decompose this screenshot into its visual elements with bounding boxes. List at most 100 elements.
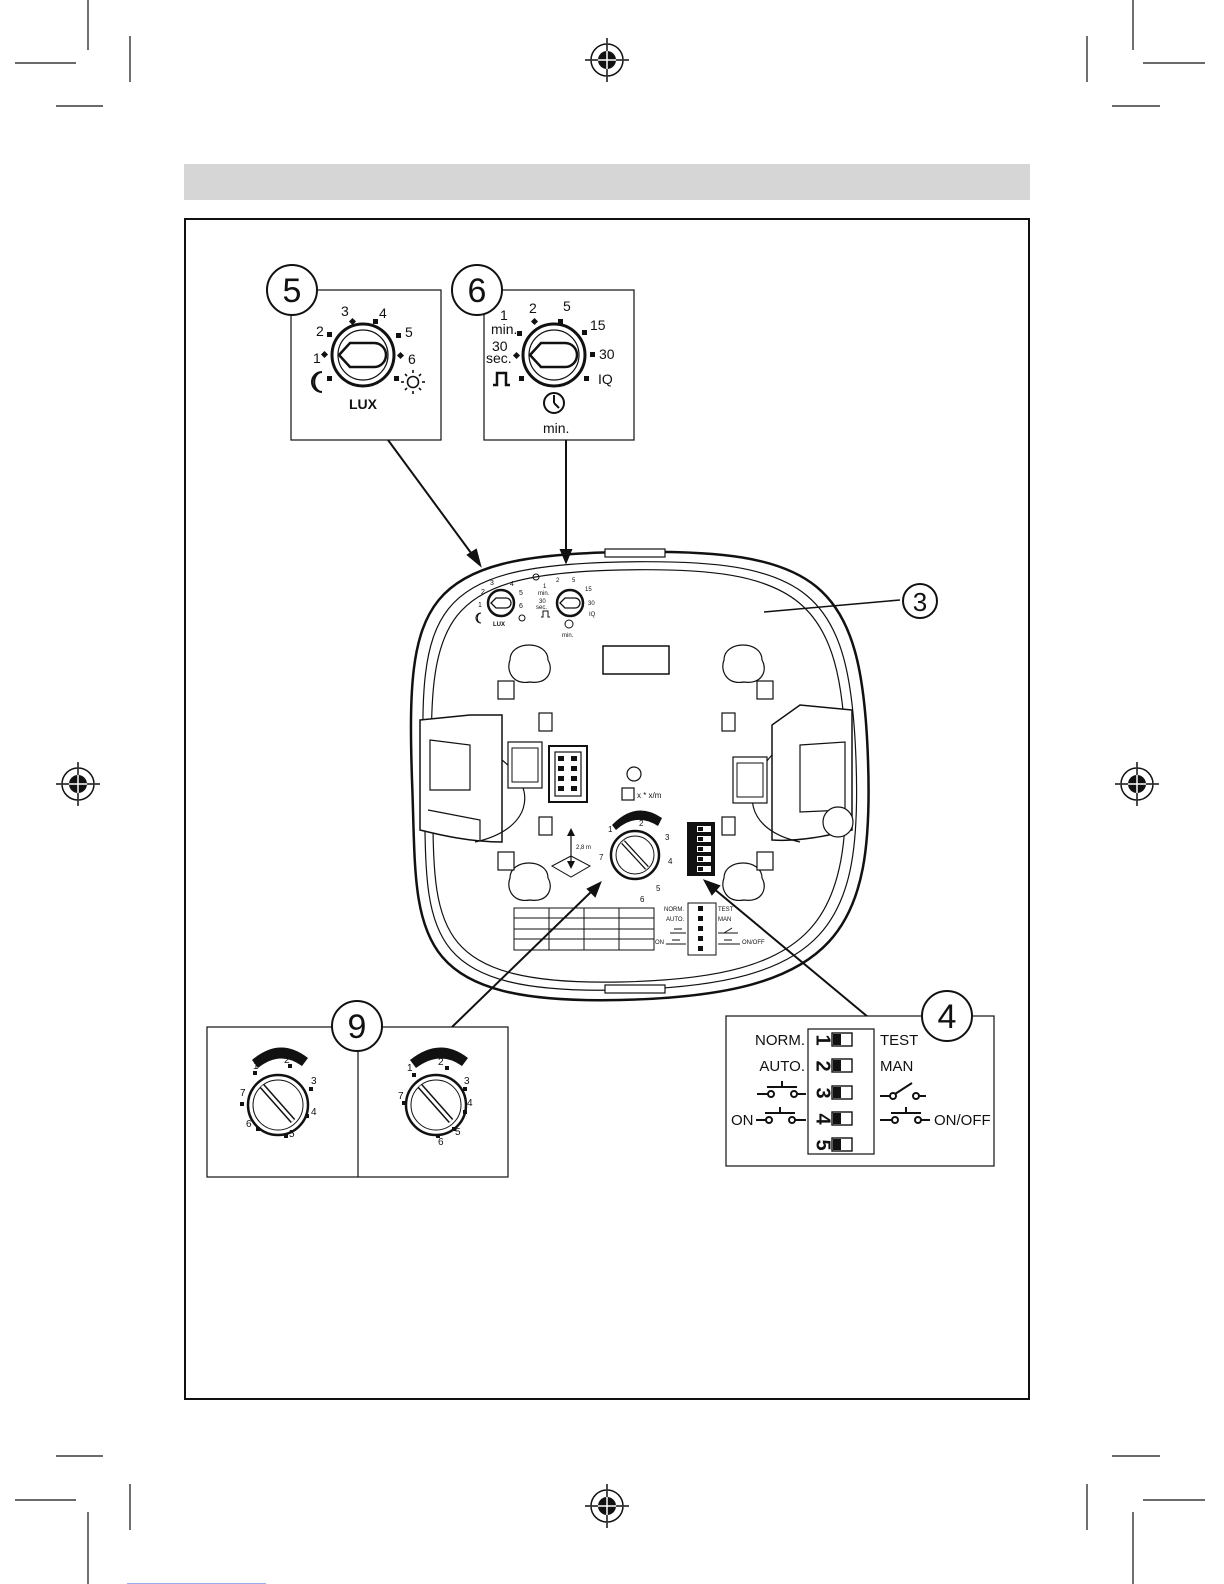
svg-text:6: 6 (640, 895, 645, 904)
time-label-iq: IQ (598, 371, 613, 387)
range-right-tick-3: 3 (464, 1076, 470, 1087)
svg-text:5: 5 (572, 578, 576, 584)
registration-mark-left (56, 762, 100, 806)
svg-text:4: 4 (668, 857, 673, 866)
header-bar (184, 164, 1030, 200)
range-right-tick-6: 6 (438, 1137, 444, 1148)
dip-switch-5[interactable]: 5 (812, 1138, 852, 1151)
dip-label-onoff: ON/OFF (934, 1112, 991, 1129)
housing-test-note: x * x/m (637, 791, 662, 800)
time-label-min: min. (491, 321, 517, 337)
range-left-tick-7: 7 (240, 1088, 246, 1099)
dip-label-man: MAN (880, 1058, 913, 1075)
lux-tick-1: 1 (313, 350, 321, 366)
svg-text:3: 3 (665, 833, 670, 842)
time-dial-panel: 1 min. 2 5 15 30 30 sec. IQ min. (484, 290, 634, 440)
range-right-tick-7: 7 (398, 1091, 404, 1102)
svg-text:3: 3 (812, 1087, 834, 1098)
svg-text:9: 9 (348, 1008, 367, 1046)
svg-text:3: 3 (490, 580, 494, 587)
svg-text:sec.: sec. (536, 605, 547, 611)
svg-text:1: 1 (812, 1034, 834, 1045)
svg-text:2: 2 (556, 578, 560, 584)
lux-label: LUX (349, 396, 378, 412)
lux-tick-5: 5 (405, 324, 413, 340)
range-right-tick-1: 1 (407, 1063, 413, 1074)
svg-text:ON/OFF: ON/OFF (742, 940, 765, 946)
svg-text:4: 4 (812, 1113, 834, 1125)
callout-4: 4 (922, 991, 972, 1041)
dip-switch-2[interactable]: 2 (812, 1059, 852, 1072)
dip-label-auto: AUTO. (759, 1058, 805, 1075)
svg-text:1: 1 (543, 584, 547, 590)
svg-text:5: 5 (656, 884, 661, 893)
dip-label-norm: NORM. (755, 1032, 805, 1049)
range-left-tick-1: 1 (253, 1061, 259, 1072)
svg-text:2: 2 (481, 589, 485, 596)
dip-label-test: TEST (880, 1032, 918, 1049)
callout-3: 3 (903, 584, 937, 618)
dip-switch-1[interactable]: 1 (812, 1033, 852, 1046)
dip-switch-3[interactable]: 3 (812, 1086, 852, 1099)
svg-text:IQ: IQ (589, 612, 596, 618)
svg-text:5: 5 (812, 1139, 834, 1150)
registration-mark-right (1115, 762, 1159, 806)
svg-text:6: 6 (468, 272, 487, 310)
range-right-tick-2: 2 (438, 1057, 444, 1068)
lux-tick-3: 3 (341, 303, 349, 319)
range-left-tick-5: 5 (289, 1129, 295, 1140)
svg-text:AUTO.: AUTO. (666, 917, 685, 923)
svg-text:7: 7 (599, 853, 604, 862)
dip-label-on: ON (731, 1112, 754, 1129)
time-label-2: 2 (529, 300, 537, 316)
svg-text:15: 15 (585, 587, 592, 593)
svg-text:ON: ON (655, 940, 664, 946)
svg-text:5: 5 (519, 590, 523, 597)
time-label-5: 5 (563, 298, 571, 314)
svg-text:4: 4 (510, 581, 514, 588)
range-right-tick-4: 4 (467, 1098, 473, 1109)
svg-text:NORM.: NORM. (664, 907, 684, 913)
time-label-30-right: 30 (599, 346, 615, 362)
callout-6: 6 (452, 265, 502, 315)
range-left-tick-2: 2 (284, 1055, 290, 1066)
range-left-tick-3: 3 (311, 1076, 317, 1087)
svg-text:min.: min. (538, 591, 550, 597)
svg-text:3: 3 (913, 587, 927, 617)
svg-text:TEST: TEST (718, 907, 734, 913)
time-unit-label: min. (543, 420, 569, 436)
time-label-15: 15 (590, 317, 606, 333)
svg-text:1: 1 (478, 602, 482, 609)
svg-text:2: 2 (812, 1060, 834, 1071)
svg-text:6: 6 (519, 603, 523, 610)
registration-mark-bottom (585, 1484, 629, 1528)
time-dial-pointer (530, 343, 577, 367)
leader-arrows-top (388, 440, 571, 565)
svg-text:5: 5 (283, 272, 302, 310)
svg-text:4: 4 (938, 998, 957, 1036)
lux-tick-4: 4 (379, 305, 387, 321)
callout-5: 5 (267, 265, 317, 315)
range-left-tick-4: 4 (311, 1107, 317, 1118)
lux-dial-panel: 1 2 3 4 5 6 LUX (291, 290, 441, 440)
registration-mark-top (585, 38, 629, 82)
crop-marks (15, 0, 1205, 1584)
svg-text:2: 2 (639, 819, 644, 828)
housing-lux-label: LUX (493, 622, 505, 628)
time-label-sec: sec. (486, 350, 512, 366)
svg-text:MAN: MAN (718, 917, 731, 923)
dip-switch-4[interactable]: 4 (812, 1112, 852, 1125)
housing-time-unit: min. (562, 633, 574, 639)
leader-arrows-bottom (452, 881, 868, 1027)
lux-tick-6: 6 (408, 351, 416, 367)
svg-text:1: 1 (608, 825, 613, 834)
lux-tick-2: 2 (316, 323, 324, 339)
lux-dial-pointer (339, 343, 386, 367)
range-right-tick-5: 5 (455, 1127, 461, 1138)
svg-text:30: 30 (588, 601, 595, 607)
callout-9: 9 (332, 1001, 382, 1051)
housing-height-label: 2,8 m (576, 845, 591, 851)
range-left-tick-6: 6 (246, 1119, 252, 1130)
